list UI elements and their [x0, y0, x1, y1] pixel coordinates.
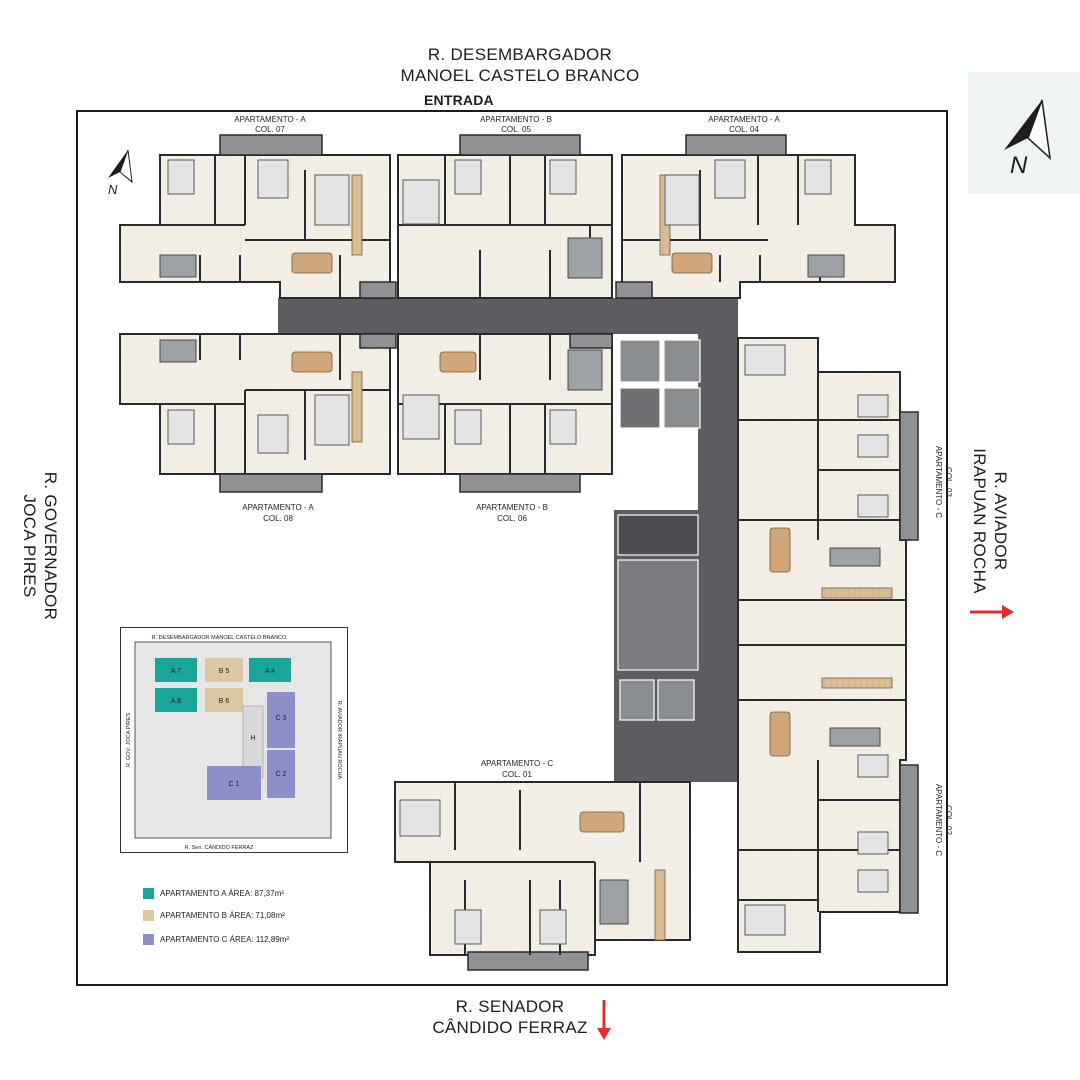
key-label-a7: A 7: [171, 668, 181, 675]
key-unit-c2: [267, 750, 295, 798]
street-south: R. SENADOR CÂNDIDO FERRAZ: [400, 996, 620, 1038]
legend-label-b: APARTAMENTO B ÁREA: 71,08m²: [160, 911, 285, 920]
key-label-c2: C 2: [276, 771, 287, 778]
street-north-line2: MANOEL CASTELO BRANCO: [400, 66, 640, 85]
beds: [167, 159, 889, 945]
apt-a04-col: COL. 04: [729, 125, 759, 134]
plan-north-arrow-icon: N: [108, 149, 133, 197]
entrance-label: ENTRADA: [424, 92, 494, 108]
street-south-line1: R. SENADOR: [455, 997, 565, 1016]
apt-a04-type: APARTAMENTO - A: [708, 115, 780, 124]
key-label-b5: B 5: [219, 668, 230, 675]
legend-label-c: APARTAMENTO C ÁREA: 112,89m²: [160, 935, 290, 944]
street-north: R. DESEMBARGADOR MANOEL CASTELO BRANCO: [380, 44, 660, 86]
north-arrow-icon: [1004, 99, 1052, 160]
key-map-east: R. AVIADOR IRAPUAN ROCHA: [336, 701, 342, 780]
key-label-a8: A 8: [171, 698, 181, 705]
south-arrow-icon: [597, 1000, 611, 1040]
apt-a08-type: APARTAMENTO - A: [242, 503, 314, 512]
legend-swatch-c: [143, 934, 154, 945]
key-label-h: H: [250, 735, 255, 742]
apartment-labels: APARTAMENTO - A COL. 07 APARTAMENTO - B …: [234, 115, 953, 856]
key-unit-a8: [155, 688, 197, 712]
legend-swatch-a: [143, 888, 154, 899]
dining-tables: [291, 252, 791, 833]
sofas: [159, 237, 881, 925]
site-boundary: [76, 110, 948, 986]
legend-label-a: APARTAMENTO A ÁREA: 87,37m²: [160, 889, 284, 898]
legend-item-c: APARTAMENTO C ÁREA: 112,89m²: [143, 934, 289, 945]
key-label-c1: C 1: [229, 781, 240, 788]
apt-a08-col: COL. 08: [263, 514, 293, 523]
street-north-line1: R. DESEMBARGADOR: [427, 45, 613, 64]
key-unit-a4: [249, 658, 291, 682]
key-label-b6: B 6: [219, 698, 230, 705]
apt-c03-col: COL. 03: [944, 467, 953, 497]
key-label-a4: A 4: [265, 668, 275, 675]
plan-north-letter: N: [108, 182, 118, 197]
key-unit-b5: [205, 658, 243, 682]
apt-b05-type: APARTAMENTO - B: [480, 115, 552, 124]
key-map-south: R. Sen. CÂNDIDO FERRAZ: [185, 844, 254, 851]
apt-a07-type: APARTAMENTO - A: [234, 115, 306, 124]
apt-c01-type: APARTAMENTO - C: [481, 759, 554, 768]
legend-item-a: APARTAMENTO A ÁREA: 87,37m²: [143, 888, 284, 899]
apt-a07-col: COL. 07: [255, 125, 285, 134]
street-south-line2: CÂNDIDO FERRAZ: [432, 1018, 588, 1037]
apt-c03-type: APARTAMENTO - C: [934, 446, 943, 519]
key-map-west: R. GOV. JOCA PIRES: [126, 713, 132, 768]
apt-c02-col: COL. 02: [944, 805, 953, 835]
compass-north-letter: N: [1010, 152, 1028, 179]
key-map-north: R. DESEMBARGADOR MANOEL CASTELO BRANCO: [152, 635, 288, 641]
key-unit-c1: [207, 766, 261, 800]
compass-panel: N: [968, 72, 1080, 194]
key-label-c3: C 3: [276, 715, 287, 722]
apt-b05-col: COL. 05: [501, 125, 531, 134]
apt-b06-type: APARTAMENTO - B: [476, 503, 548, 512]
apt-c01-col: COL. 01: [502, 770, 532, 779]
elevator-core: [617, 339, 767, 721]
legend-swatch-b: [143, 910, 154, 921]
key-map-drawing: R. DESEMBARGADOR MANOEL CASTELO BRANCO R…: [126, 635, 342, 851]
key-map: R. DESEMBARGADOR MANOEL CASTELO BRANCO R…: [120, 627, 348, 853]
legend-item-b: APARTAMENTO B ÁREA: 71,08m²: [143, 910, 285, 921]
apt-b06-col: COL. 06: [497, 514, 527, 523]
key-unit-c3: [267, 692, 295, 748]
key-unit-a7: [155, 658, 197, 682]
east-arrow-icon: [970, 605, 1014, 619]
apt-c02-type: APARTAMENTO - C: [934, 784, 943, 857]
balconies: [219, 134, 919, 971]
key-unit-b6: [205, 688, 243, 712]
